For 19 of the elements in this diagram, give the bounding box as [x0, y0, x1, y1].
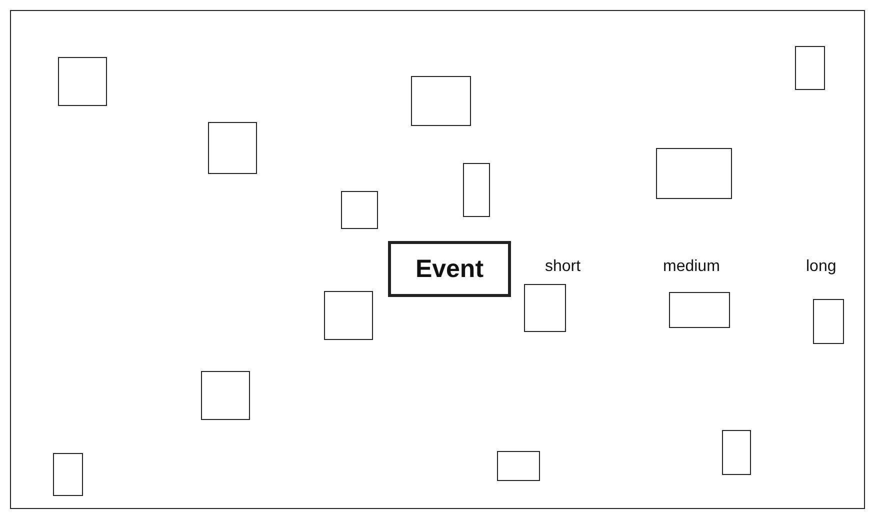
- empty-box: [341, 191, 378, 229]
- empty-box: [463, 163, 490, 217]
- empty-box: [208, 122, 257, 174]
- text-label: medium: [663, 258, 720, 276]
- empty-box: [669, 292, 730, 328]
- text-label: long: [806, 258, 836, 276]
- empty-box: [411, 76, 471, 126]
- empty-box: [524, 284, 566, 332]
- event-box: Event: [388, 241, 511, 297]
- empty-box: [53, 453, 83, 496]
- empty-box: [497, 451, 540, 481]
- empty-box: [795, 46, 825, 90]
- empty-box: [813, 299, 844, 344]
- empty-box: [722, 430, 751, 475]
- empty-box: [324, 291, 373, 340]
- empty-box: [58, 57, 107, 106]
- empty-box: [201, 371, 250, 420]
- text-label: short: [545, 258, 581, 276]
- empty-box: [656, 148, 732, 199]
